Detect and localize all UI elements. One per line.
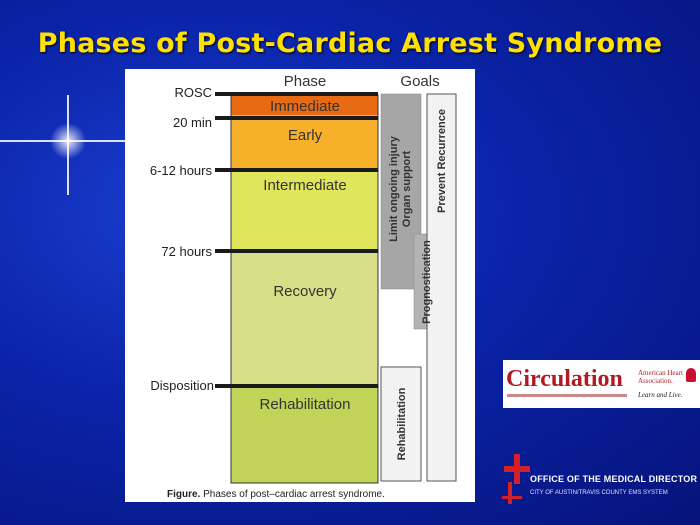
phase-label-immediate: Immediate	[270, 98, 340, 115]
header-phase: Phase	[284, 73, 327, 90]
circulation-underline	[507, 394, 627, 397]
marker-line-rosc	[215, 92, 378, 96]
circulation-logo: Circulation American Heart Association. …	[503, 360, 700, 408]
phase-band-early	[231, 115, 378, 171]
omd-logo: OFFICE OF THE MEDICAL DIRECTOR CITY OF A…	[500, 452, 700, 507]
marker-label-disposition: Disposition	[150, 378, 214, 393]
goal-bar-prevent-recurrence	[426, 93, 457, 482]
figure-caption: Figure. Phases of post–cardiac arrest sy…	[167, 489, 385, 500]
phases-figure: ROSC 20 min 6-12 hours 72 hours Disposit…	[125, 69, 475, 502]
header-goals: Goals	[400, 73, 439, 90]
aha-line2: Association.	[638, 377, 673, 385]
goal-label-prognostication: Prognostication	[421, 240, 433, 324]
omd-subtitle: CITY OF AUSTIN/TRAVIS COUNTY EMS SYSTEM	[530, 490, 668, 496]
phase-band-rehabilitation	[231, 386, 378, 483]
marker-line-20min	[215, 116, 378, 120]
aha-name: American Heart Association.	[638, 369, 686, 385]
marker-label-rosc: ROSC	[174, 85, 212, 100]
marker-label-6-12h: 6-12 hours	[150, 163, 213, 178]
phase-label-recovery: Recovery	[273, 283, 337, 300]
phase-label-intermediate: Intermediate	[263, 177, 346, 194]
goal-label-organ-support: Organ support	[401, 150, 413, 227]
aha-heart-icon	[686, 368, 696, 382]
marker-line-72h	[215, 249, 378, 253]
goal-label-limit-injury: Limit ongoing injury	[388, 135, 400, 242]
caption-bold: Figure.	[167, 489, 201, 500]
aha-tagline: Learn and Live.	[638, 391, 683, 399]
goal-bar-rehabilitation	[380, 366, 422, 482]
phase-label-rehabilitation: Rehabilitation	[260, 396, 351, 413]
phase-band-intermediate	[231, 171, 378, 251]
sparkle-decoration	[0, 95, 125, 195]
phase-label-early: Early	[288, 127, 323, 144]
circulation-wordmark: Circulation	[506, 366, 623, 392]
omd-title: OFFICE OF THE MEDICAL DIRECTOR	[530, 474, 698, 484]
goal-label-rehabilitation: Rehabilitation	[396, 387, 408, 460]
phase-band-recovery	[231, 251, 378, 386]
goal-label-prevent-recurrence: Prevent Recurrence	[436, 109, 448, 213]
slide-title: Phases of Post-Cardiac Arrest Syndrome	[37, 28, 663, 59]
goal-bar-limit-injury	[380, 93, 422, 290]
caption-text: Phases of post–cardiac arrest syndrome.	[200, 489, 385, 500]
marker-label-72h: 72 hours	[161, 244, 212, 259]
marker-label-20min: 20 min	[173, 115, 212, 130]
star-of-life-icon	[502, 454, 530, 504]
marker-line-6-12h	[215, 168, 378, 172]
marker-line-disposition	[215, 384, 378, 388]
aha-line1: American Heart	[638, 369, 683, 377]
phase-band-immediate	[231, 95, 378, 115]
